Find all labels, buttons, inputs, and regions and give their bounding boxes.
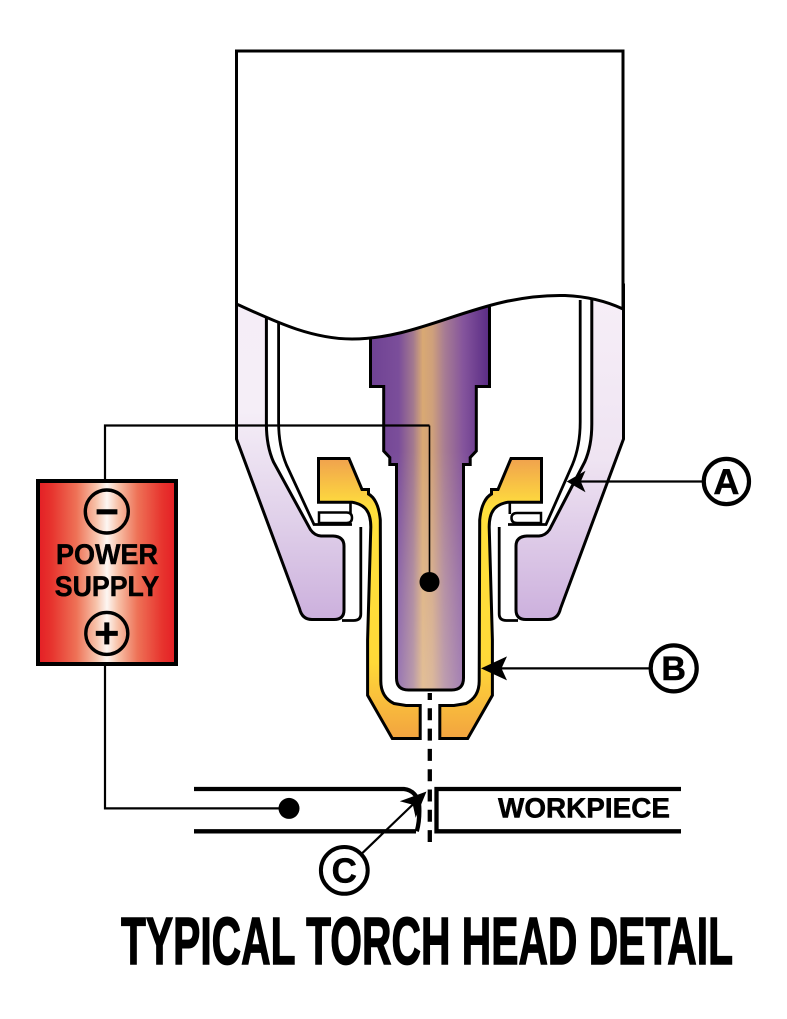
svg-text:C: C [332, 852, 357, 891]
svg-text:WORKPIECE: WORKPIECE [498, 793, 670, 824]
svg-text:TYPICAL TORCH HEAD DETAIL: TYPICAL TORCH HEAD DETAIL [121, 904, 733, 979]
svg-text:B: B [661, 650, 686, 688]
svg-text:A: A [713, 461, 739, 502]
svg-text:SUPPLY: SUPPLY [55, 571, 160, 603]
svg-text:POWER: POWER [56, 539, 158, 571]
